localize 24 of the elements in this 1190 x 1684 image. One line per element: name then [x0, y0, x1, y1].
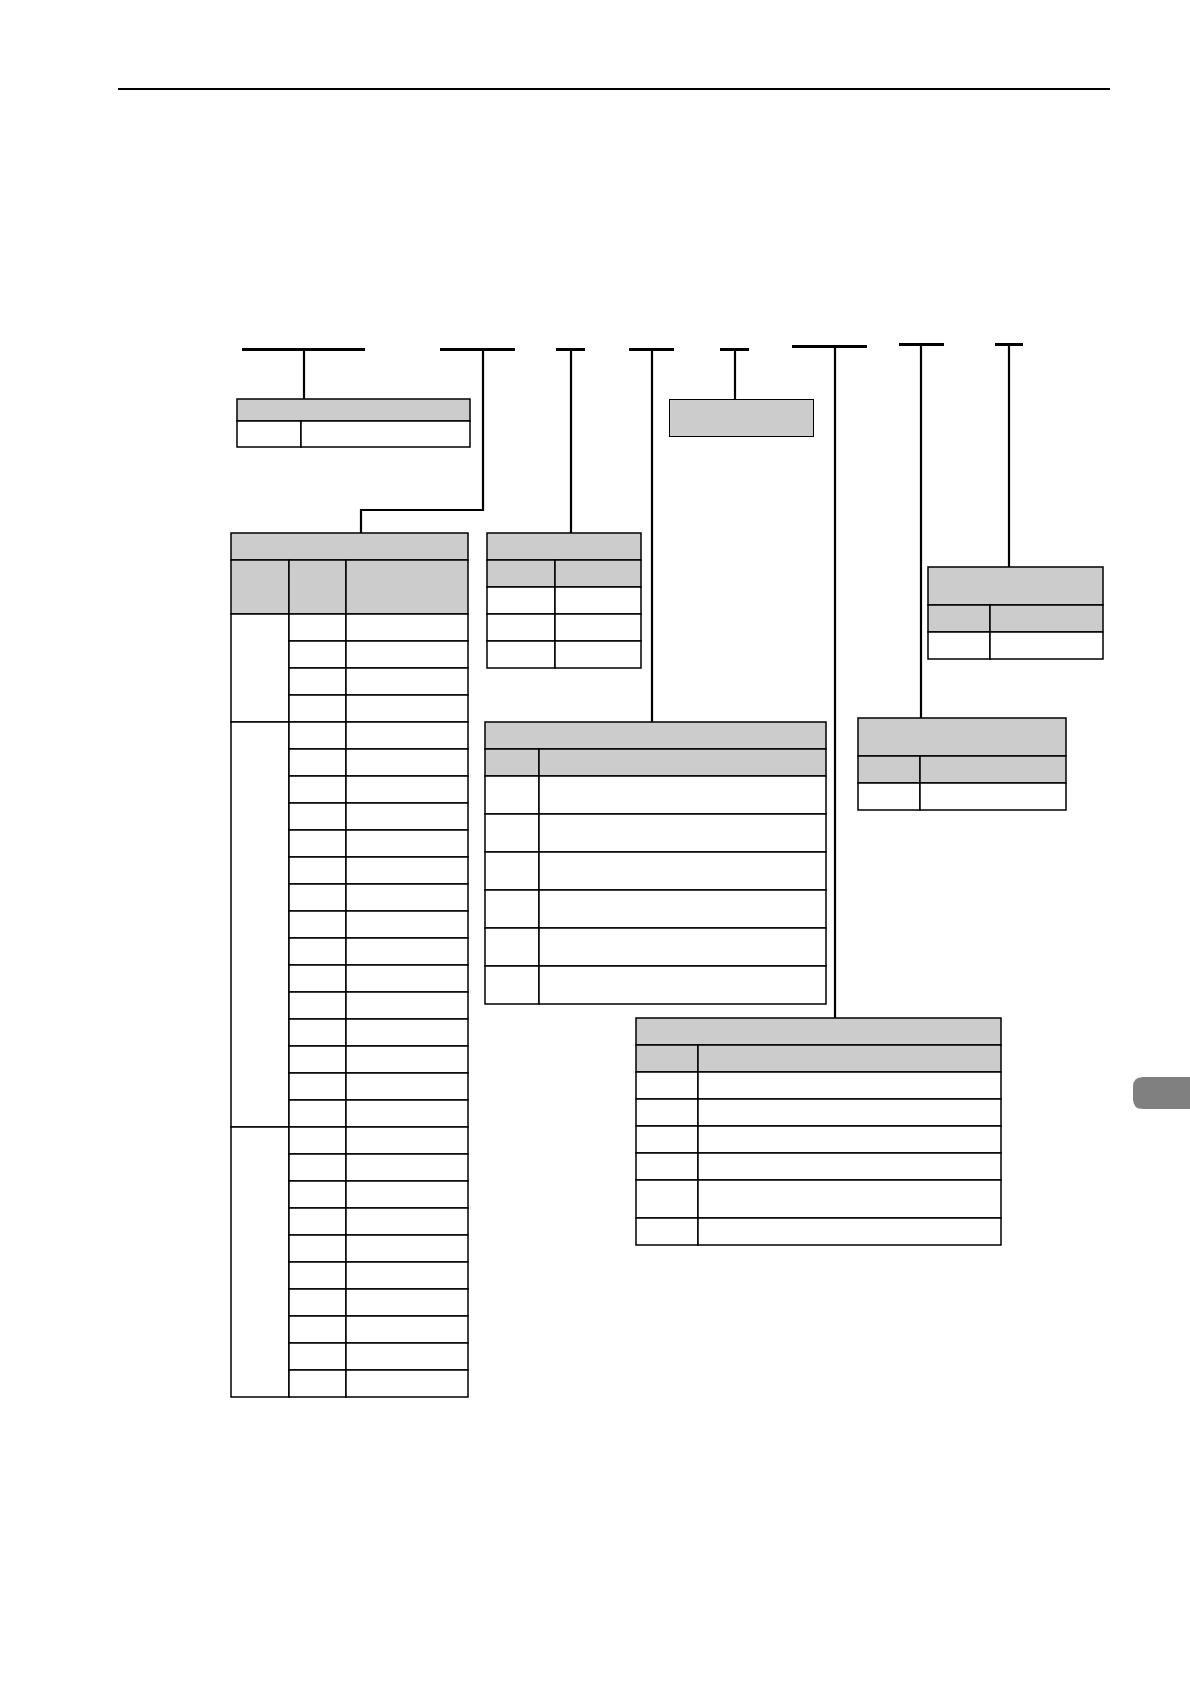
- bracket-bar: [720, 348, 749, 351]
- code-table: [858, 718, 1066, 810]
- code-table: [485, 722, 826, 1004]
- leader-line: [733, 351, 737, 399]
- code-box: [669, 399, 814, 437]
- bracket-bar: [899, 343, 944, 346]
- leader-line: [650, 351, 654, 722]
- leader-line: [569, 351, 573, 533]
- bracket-bar: [242, 348, 365, 351]
- code-table: [237, 399, 470, 447]
- leader-line: [833, 348, 837, 1018]
- code-table: [928, 567, 1103, 659]
- bracket-bar: [792, 345, 867, 348]
- leader-line: [359, 351, 485, 533]
- bracket-bar: [629, 348, 674, 351]
- leader-line: [1007, 346, 1011, 567]
- code-table: [231, 533, 468, 1397]
- leader-line: [302, 351, 306, 399]
- code-table: [487, 533, 641, 668]
- code-table: [636, 1018, 1001, 1245]
- leader-line: [919, 346, 923, 718]
- bracket-bar: [556, 348, 585, 351]
- bracket-bar: [995, 343, 1023, 346]
- bracket-bar: [440, 348, 515, 351]
